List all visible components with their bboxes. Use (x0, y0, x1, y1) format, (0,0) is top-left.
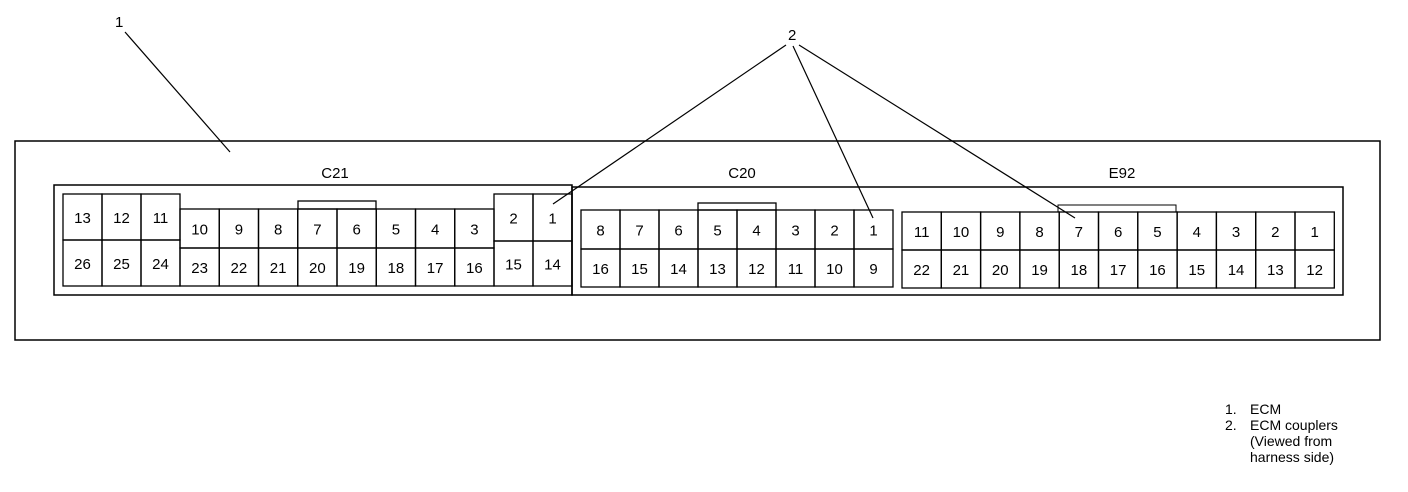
legend-text: ECM (1250, 401, 1282, 417)
c21-terminal-1: 1 (548, 211, 556, 228)
c21-terminal-25: 25 (113, 256, 130, 273)
c21-terminal-4: 4 (431, 222, 439, 239)
c20-terminal-12: 12 (748, 261, 765, 278)
legend-text: ECM couplers (1250, 417, 1338, 433)
c21-terminal-17: 17 (427, 260, 444, 277)
legend-item: 2. ECM couplers (1225, 417, 1338, 433)
c21-terminal-10: 10 (191, 222, 208, 239)
c21-terminal-26: 26 (74, 256, 91, 273)
c20-key (697, 202, 777, 211)
legend-num (1225, 433, 1250, 449)
c21-terminal-19: 19 (348, 260, 365, 277)
ecm-outline (14, 140, 1381, 341)
c21-terminal-3: 3 (470, 222, 478, 239)
connector-label-c21: C21 (321, 165, 349, 182)
c20-terminal-14: 14 (670, 261, 687, 278)
c21-terminal-24: 24 (152, 256, 169, 273)
e92-terminal-2: 2 (1271, 224, 1279, 241)
e92-key (1057, 204, 1177, 213)
c21-key (297, 200, 377, 210)
legend-item: 1. ECM (1225, 401, 1338, 417)
e92-terminal-21: 21 (953, 262, 970, 279)
callout-2-leader-c21 (552, 44, 787, 205)
terminal-cell (532, 240, 573, 287)
e92-terminal-18: 18 (1071, 262, 1088, 279)
e92-terminal-11: 11 (914, 224, 930, 241)
e92-terminal-6: 6 (1114, 224, 1122, 241)
c21-terminal-8: 8 (274, 222, 282, 239)
e92-terminal-7: 7 (1075, 224, 1083, 241)
legend-num: 2. (1225, 417, 1237, 433)
legend-text: (Viewed from (1250, 433, 1333, 449)
e92-terminal-3: 3 (1232, 224, 1240, 241)
c21-terminal-12: 12 (113, 210, 130, 227)
c21-terminal-22: 22 (231, 260, 248, 277)
c21-terminal-21: 21 (270, 260, 287, 277)
c20-terminal-1: 1 (869, 223, 877, 240)
c21-terminal-9: 9 (235, 222, 243, 239)
legend-num: 1. (1225, 401, 1237, 417)
e92-terminal-17: 17 (1110, 262, 1127, 279)
c21-terminal-2: 2 (509, 211, 517, 228)
c21-terminal-13: 13 (74, 210, 91, 227)
callout-1-leader (124, 31, 231, 153)
e92-terminal-22: 22 (913, 262, 930, 279)
legend-item: (Viewed from (1225, 433, 1338, 449)
c20-terminal-11: 11 (788, 261, 804, 278)
c21-terminal-6: 6 (352, 222, 360, 239)
e92-terminal-13: 13 (1267, 262, 1284, 279)
c21-terminal-15: 15 (505, 257, 522, 274)
legend-text: harness side) (1250, 449, 1335, 465)
c20-terminal-8: 8 (596, 223, 604, 240)
e92-terminal-8: 8 (1035, 224, 1043, 241)
legend-num (1225, 449, 1250, 465)
c21-terminal-16: 16 (466, 260, 483, 277)
connector-label-c20: C20 (728, 165, 756, 182)
terminal-cell (853, 248, 894, 288)
c20-terminal-15: 15 (631, 261, 648, 278)
c21-terminal-5: 5 (392, 222, 400, 239)
connector-label-e92: E92 (1109, 165, 1136, 182)
e92-terminal-10: 10 (953, 224, 970, 241)
e92-terminal-19: 19 (1031, 262, 1048, 279)
e92-terminal-12: 12 (1306, 262, 1323, 279)
e92-terminal-14: 14 (1228, 262, 1245, 279)
callout-1: 1 (115, 14, 123, 31)
c21-terminal-23: 23 (191, 260, 208, 277)
c20-terminal-2: 2 (830, 223, 838, 240)
c21-terminal-14: 14 (544, 257, 561, 274)
c21-terminal-7: 7 (313, 222, 321, 239)
c20-terminal-10: 10 (826, 261, 843, 278)
e92-terminal-5: 5 (1153, 224, 1161, 241)
e92-terminal-15: 15 (1188, 262, 1205, 279)
terminal-cell (1294, 249, 1335, 289)
c20-terminal-9: 9 (869, 261, 877, 278)
e92-terminal-1: 1 (1310, 224, 1318, 241)
c20-terminal-6: 6 (674, 223, 682, 240)
legend-item: harness side) (1225, 449, 1338, 465)
c20-terminal-5: 5 (713, 223, 721, 240)
c21-terminal-18: 18 (388, 260, 405, 277)
c20-terminal-3: 3 (791, 223, 799, 240)
e92-terminal-20: 20 (992, 262, 1009, 279)
c20-terminal-4: 4 (752, 223, 760, 240)
callout-2-leader-e92 (798, 44, 1076, 219)
legend: 1. ECM 2. ECM couplers (Viewed from harnes… (1225, 401, 1338, 465)
e92-terminal-16: 16 (1149, 262, 1166, 279)
callout-2-leader-c20 (792, 45, 874, 219)
e92-terminal-4: 4 (1193, 224, 1201, 241)
c20-terminal-7: 7 (635, 223, 643, 240)
c21-terminal-20: 20 (309, 260, 326, 277)
c20-terminal-16: 16 (592, 261, 609, 278)
c21-terminal-11: 11 (153, 210, 169, 227)
callout-2: 2 (788, 27, 796, 44)
c20-terminal-13: 13 (709, 261, 726, 278)
e92-terminal-9: 9 (996, 224, 1004, 241)
